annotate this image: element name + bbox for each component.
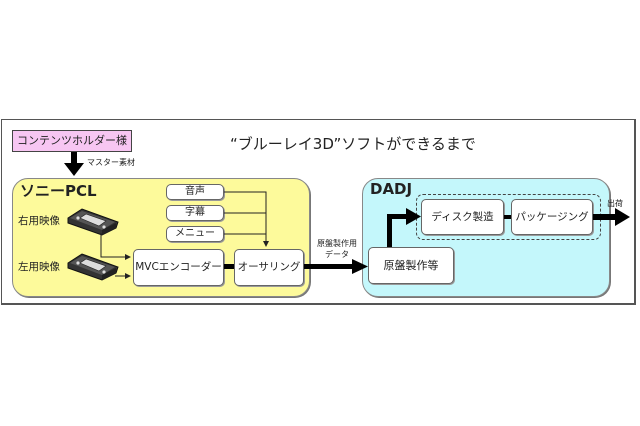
subtitle-box: 字幕 bbox=[166, 205, 224, 221]
menu-box: メニュー bbox=[166, 226, 224, 242]
packaging-box: パッケージング bbox=[511, 199, 593, 235]
dadj-title: DADJ bbox=[370, 180, 413, 198]
authoring-box: オーサリング bbox=[234, 249, 304, 286]
audio-box: 音声 bbox=[166, 184, 224, 200]
master-material-label: マスター素材 bbox=[87, 158, 135, 167]
videotape-icon bbox=[67, 208, 119, 236]
videotape-icon bbox=[67, 253, 119, 281]
diagram-title: “ブルーレイ3D”ソフトができるまで bbox=[230, 135, 476, 153]
mastering-data-label-line1: 原盤製作用 bbox=[317, 239, 357, 248]
content-holder-box: コンテンツホルダー様 bbox=[12, 130, 132, 152]
mastering-data-label-line2: データ bbox=[325, 250, 349, 259]
left-video-label: 左用映像 bbox=[18, 261, 60, 273]
sony-pcl-title: ソニーPCL bbox=[20, 182, 97, 200]
mastering-data-label: 原盤製作用 データ bbox=[312, 238, 362, 260]
mastering-box: 原盤製作等 bbox=[368, 247, 454, 284]
mvc-encoder-box: MVCエンコーダー bbox=[133, 249, 224, 286]
shipping-label: 出荷 bbox=[607, 199, 623, 208]
right-video-label: 右用映像 bbox=[18, 215, 60, 227]
disc-manufacturing-box: ディスク製造 bbox=[421, 199, 504, 235]
